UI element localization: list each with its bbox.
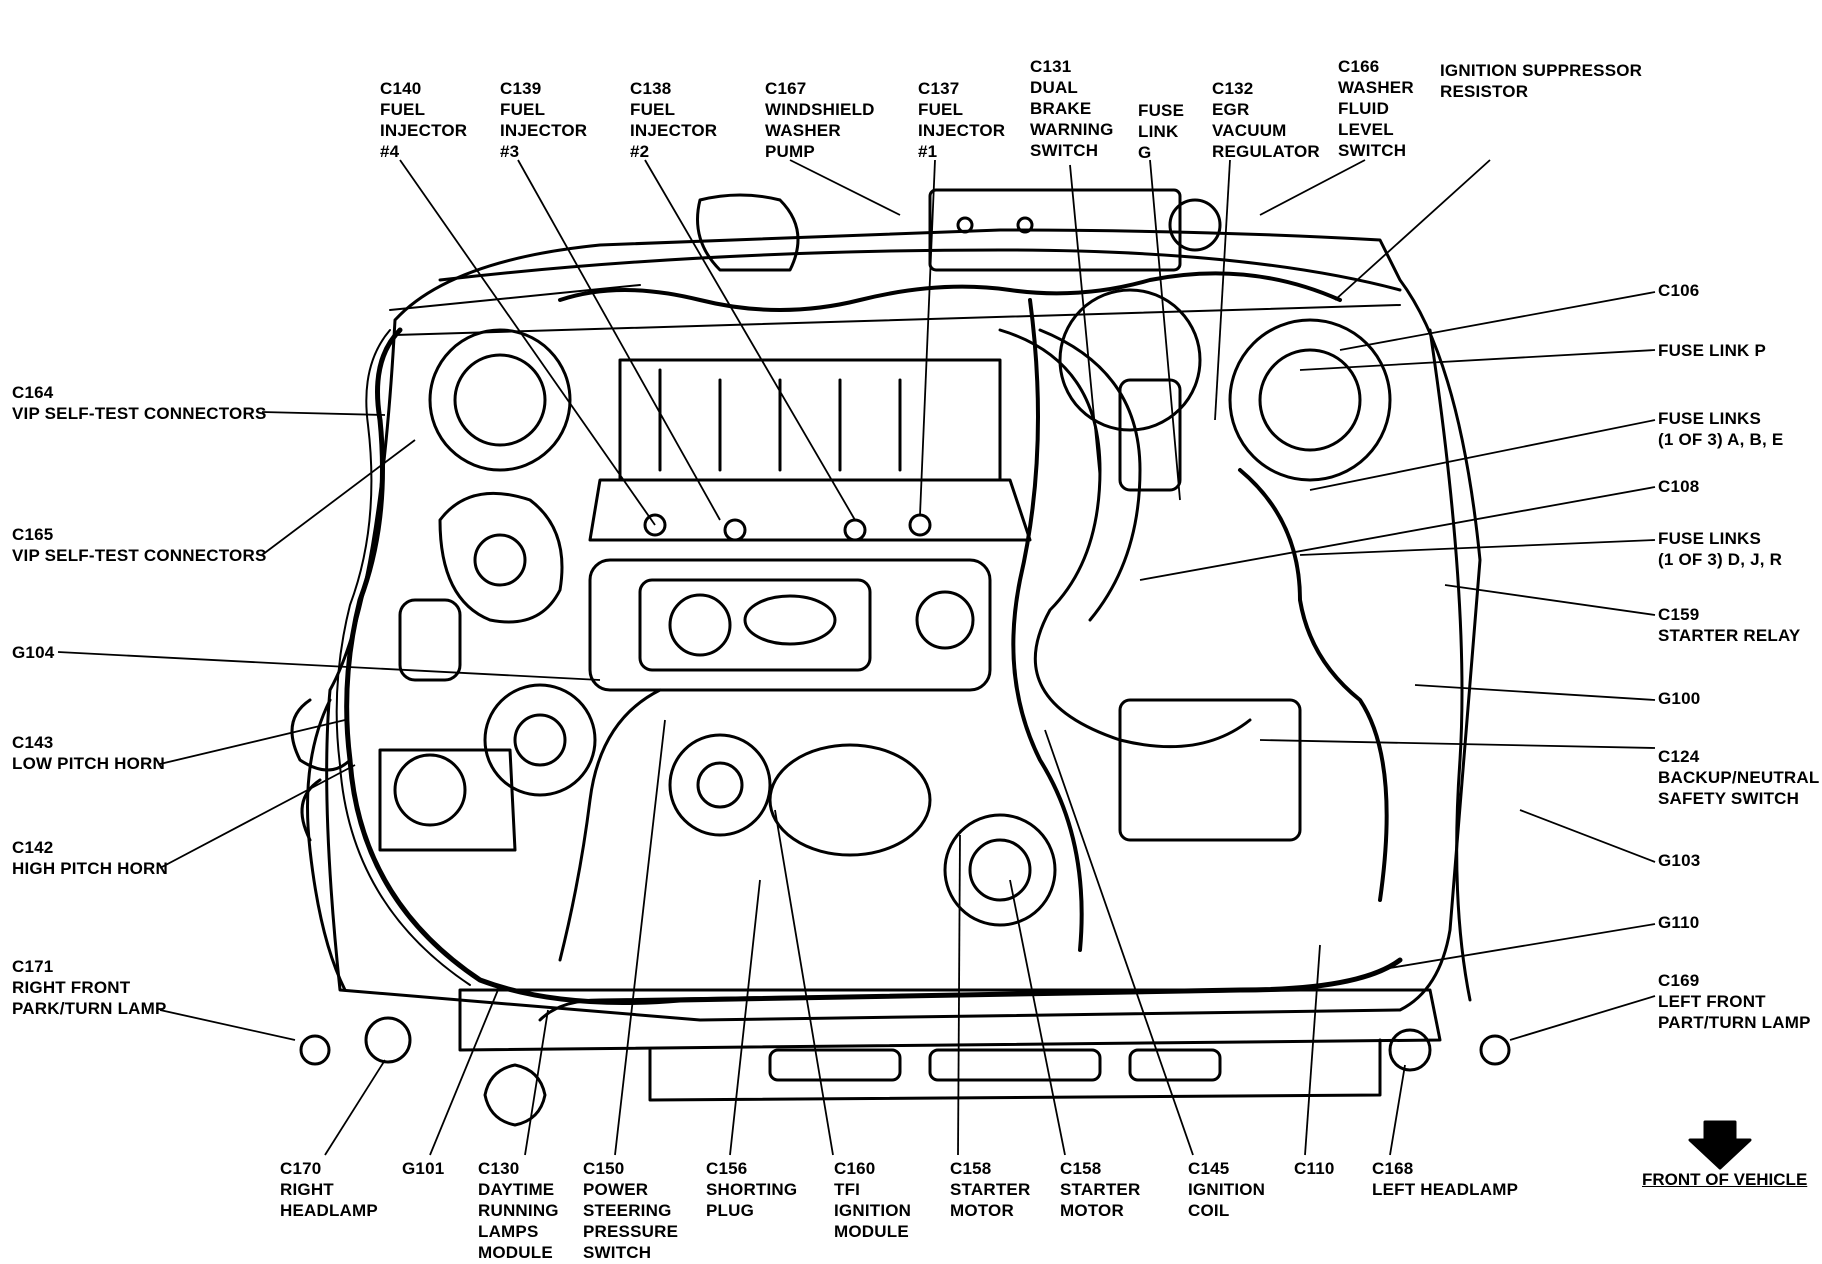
label-c110: C110 bbox=[1294, 1159, 1335, 1178]
label-c142: C142 HIGH PITCH HORN bbox=[12, 838, 168, 878]
washer-reservoir-cap bbox=[1168, 198, 1222, 252]
label-fuse-links-abe: FUSE LINKS (1 OF 3) A, B, E bbox=[1658, 409, 1784, 449]
label-ignition-suppressor: IGNITION SUPPRESSOR RESISTOR bbox=[1440, 61, 1643, 101]
valve-cover bbox=[588, 558, 992, 692]
label-c167: C167 WINDSHIELD WASHER PUMP bbox=[765, 79, 875, 161]
label-c143: C143 LOW PITCH HORN bbox=[12, 733, 165, 773]
label-g101: G101 bbox=[402, 1159, 445, 1178]
label-c138: C138 FUEL INJECTOR #2 bbox=[630, 79, 718, 161]
right-headlamp-socket bbox=[364, 1016, 412, 1064]
label-c171: C171 RIGHT FRONT PARK/TURN LAMP bbox=[12, 957, 167, 1018]
label-g104: G104 bbox=[12, 643, 55, 662]
label-c106: C106 bbox=[1658, 281, 1700, 300]
leader-lines bbox=[57, 159, 1656, 1156]
label-c158-b: C158 STARTER MOTOR bbox=[1060, 1159, 1141, 1220]
label-c150: C150 POWER STEERING PRESSURE SWITCH bbox=[583, 1159, 679, 1262]
label-g103: G103 bbox=[1658, 851, 1701, 870]
label-c168: C168 LEFT HEADLAMP bbox=[1372, 1159, 1519, 1199]
starter bbox=[943, 813, 1057, 927]
label-c132: C132 EGR VACUUM REGULATOR bbox=[1212, 79, 1320, 161]
label-c160: C160 TFI IGNITION MODULE bbox=[834, 1159, 912, 1241]
label-c131: C131 DUAL BRAKE WARNING SWITCH bbox=[1030, 57, 1114, 160]
body-outline bbox=[325, 228, 1482, 1022]
right-strut-tower bbox=[428, 328, 572, 472]
label-c130: C130 DAYTIME RUNNING LAMPS MODULE bbox=[478, 1159, 559, 1262]
label-c169: C169 LEFT FRONT PART/TURN LAMP bbox=[1658, 971, 1811, 1032]
alternator bbox=[483, 683, 597, 797]
label-c139: C139 FUEL INJECTOR #3 bbox=[500, 79, 588, 161]
label-c156: C156 SHORTING PLUG bbox=[706, 1159, 798, 1220]
brake-booster bbox=[1058, 288, 1202, 432]
battery bbox=[1118, 698, 1302, 842]
cowl-panel bbox=[928, 188, 1182, 272]
left-headlamp-socket bbox=[1388, 1028, 1432, 1072]
label-g110: G110 bbox=[1658, 913, 1700, 932]
label-g100: G100 bbox=[1658, 689, 1701, 708]
wiring-harness bbox=[344, 327, 1403, 1005]
label-c137: C137 FUEL INJECTOR #1 bbox=[918, 79, 1006, 161]
label-c124: C124 BACKUP/NEUTRAL SAFETY SWITCH bbox=[1658, 747, 1820, 808]
front-arrow bbox=[1688, 1120, 1752, 1170]
label-fuse-links-djr: FUSE LINKS (1 OF 3) D, J, R bbox=[1658, 529, 1783, 569]
label-fuse-link-g: FUSE LINK G bbox=[1138, 101, 1185, 162]
left-strut-tower bbox=[1228, 318, 1392, 482]
label-c166: C166 WASHER FLUID LEVEL SWITCH bbox=[1338, 57, 1414, 160]
rear-cowl bbox=[438, 248, 1402, 292]
front-of-vehicle-label: FRONT OF VEHICLE bbox=[1642, 1170, 1808, 1189]
label-c145: C145 IGNITION COIL bbox=[1188, 1159, 1266, 1220]
label-c165: C165 VIP SELF-TEST CONNECTORS bbox=[12, 525, 267, 565]
label-fuse-link-p: FUSE LINK P bbox=[1658, 341, 1766, 360]
label-c170: C170 RIGHT HEADLAMP bbox=[280, 1159, 378, 1220]
label-c140: C140 FUEL INJECTOR #4 bbox=[380, 79, 468, 161]
label-c164: C164 VIP SELF-TEST CONNECTORS bbox=[12, 383, 267, 423]
intake-manifold bbox=[618, 358, 1002, 482]
label-c158-a: C158 STARTER MOTOR bbox=[950, 1159, 1031, 1220]
label-c108: C108 bbox=[1658, 477, 1700, 496]
label-c159: C159 STARTER RELAY bbox=[1658, 605, 1801, 645]
power-steering-pump bbox=[668, 733, 772, 837]
